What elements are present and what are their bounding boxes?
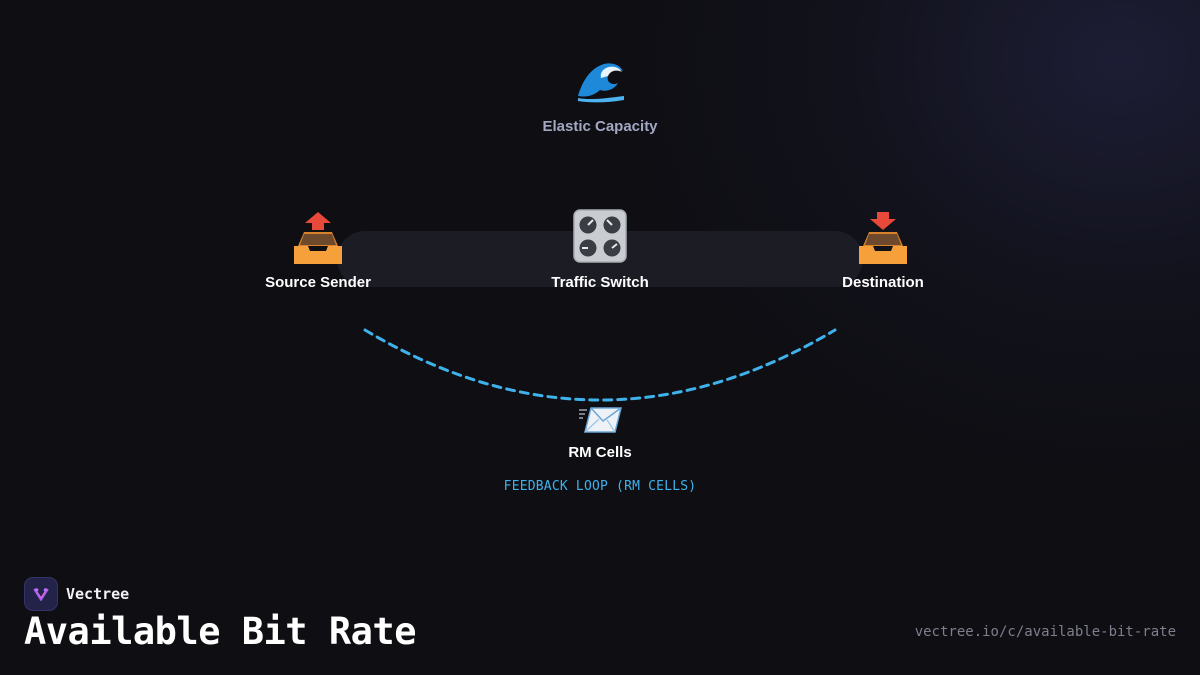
vectree-logo-icon [24,577,58,611]
page-title: Available Bit Rate [24,610,416,653]
control-knobs-icon [573,209,627,263]
inbox-tray-icon [859,212,907,264]
water-wave-icon [578,63,624,103]
incoming-envelope-icon [579,407,622,433]
node-source-sender: Source Sender [218,208,418,291]
node-elastic-capacity: Elastic Capacity [500,52,700,135]
node-destination: Destination [783,208,983,291]
feedback-loop-label: FEEDBACK LOOP (RM CELLS) [503,479,697,494]
node-label: Destination [842,274,924,291]
brand-name: Vectree [66,585,130,603]
outbox-tray-icon [294,212,342,264]
page-url: vectree.io/c/available-bit-rate [914,624,1176,640]
node-traffic-switch: Traffic Switch [500,208,700,291]
node-rm-cells: RM Cells [500,400,700,461]
node-label: RM Cells [568,444,632,461]
node-label: Elastic Capacity [542,118,658,135]
node-label: Traffic Switch [551,274,649,291]
node-label: Source Sender [265,274,371,291]
brand: Vectree [24,577,129,611]
